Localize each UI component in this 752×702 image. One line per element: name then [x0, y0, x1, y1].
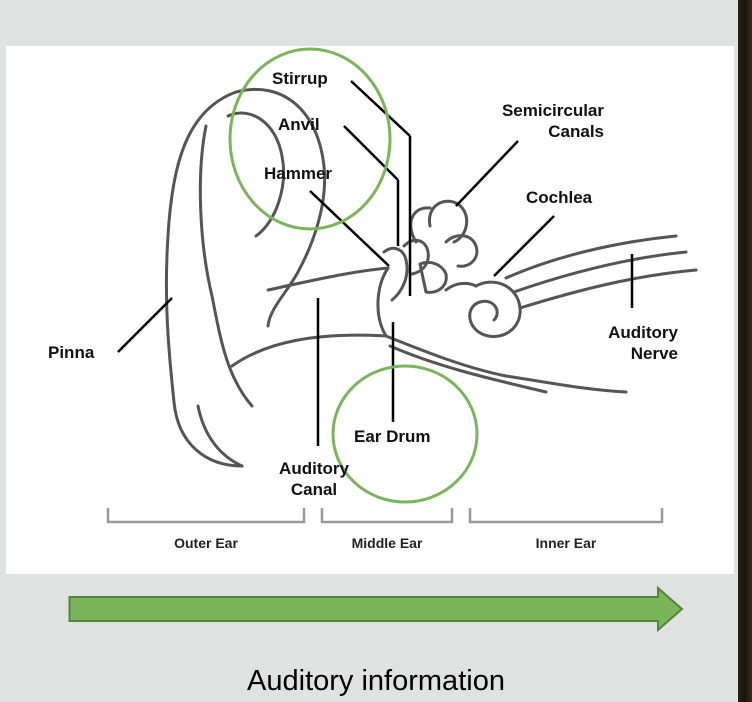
- section-label-inner-ear: Inner Ear: [535, 535, 597, 551]
- pointer-lines: [117, 80, 634, 446]
- label-hammer: Hammer: [264, 164, 333, 183]
- lower-tissue-2: [388, 344, 548, 394]
- cochlea-pointer: [493, 215, 555, 277]
- cochlea-base: [444, 281, 478, 292]
- pinna-outline: [164, 87, 327, 468]
- pinna-inner-fold: [198, 124, 254, 408]
- caption-auditory-information: Auditory information: [247, 665, 505, 697]
- semicircular-canal-3: [444, 234, 479, 268]
- section-label-outer-ear: Outer Ear: [174, 535, 238, 551]
- hammer-shape: [382, 246, 409, 302]
- right-arrow: [68, 586, 684, 632]
- ossicles-highlight-circle: [228, 47, 392, 231]
- canal-lower: [230, 333, 388, 368]
- dark-right-edge: [738, 0, 752, 702]
- nerve-fiber-1: [504, 234, 678, 280]
- pinna-pointer: [117, 297, 173, 353]
- label-auditory-nerve: Auditory Nerve: [608, 323, 678, 363]
- lower-tissue: [384, 334, 628, 394]
- nerve-fiber-2: [512, 250, 688, 294]
- eardrum-highlight-circle: [331, 364, 479, 504]
- label-ear-drum: Ear Drum: [354, 427, 431, 446]
- label-pinna: Pinna: [48, 343, 95, 362]
- section-brackets: [106, 508, 664, 524]
- highlight-circles: [228, 47, 479, 504]
- middle-ear-bracket: [320, 508, 454, 524]
- semicircular-pointer: [455, 140, 519, 207]
- label-auditory-canal: Auditory Canal: [279, 459, 349, 499]
- label-anvil: Anvil: [278, 115, 320, 134]
- section-label-middle-ear: Middle Ear: [351, 535, 423, 551]
- label-semicircular-canals: Semicircular Canals: [501, 101, 604, 141]
- label-cochlea: Cochlea: [526, 188, 593, 207]
- cochlea-spiral: [468, 280, 522, 338]
- anvil-pointer: [343, 125, 399, 181]
- ear-diagram: [106, 47, 698, 524]
- outer-ear-bracket: [106, 508, 306, 524]
- ear-lobe: [196, 404, 244, 468]
- stirrup-shape: [418, 260, 448, 294]
- hammer-pointer: [309, 190, 390, 267]
- nerve-fiber-3: [518, 268, 698, 310]
- label-stirrup: Stirrup: [272, 69, 328, 88]
- inner-ear-bracket: [468, 508, 664, 524]
- stirrup-pointer: [350, 80, 411, 137]
- eardrum-outline: [376, 266, 390, 338]
- canal-upper: [266, 266, 390, 292]
- ear-diagram-panel: Stirrup Anvil Hammer Semicircular Canals…: [6, 46, 734, 574]
- semicircular-canal-2: [409, 206, 432, 244]
